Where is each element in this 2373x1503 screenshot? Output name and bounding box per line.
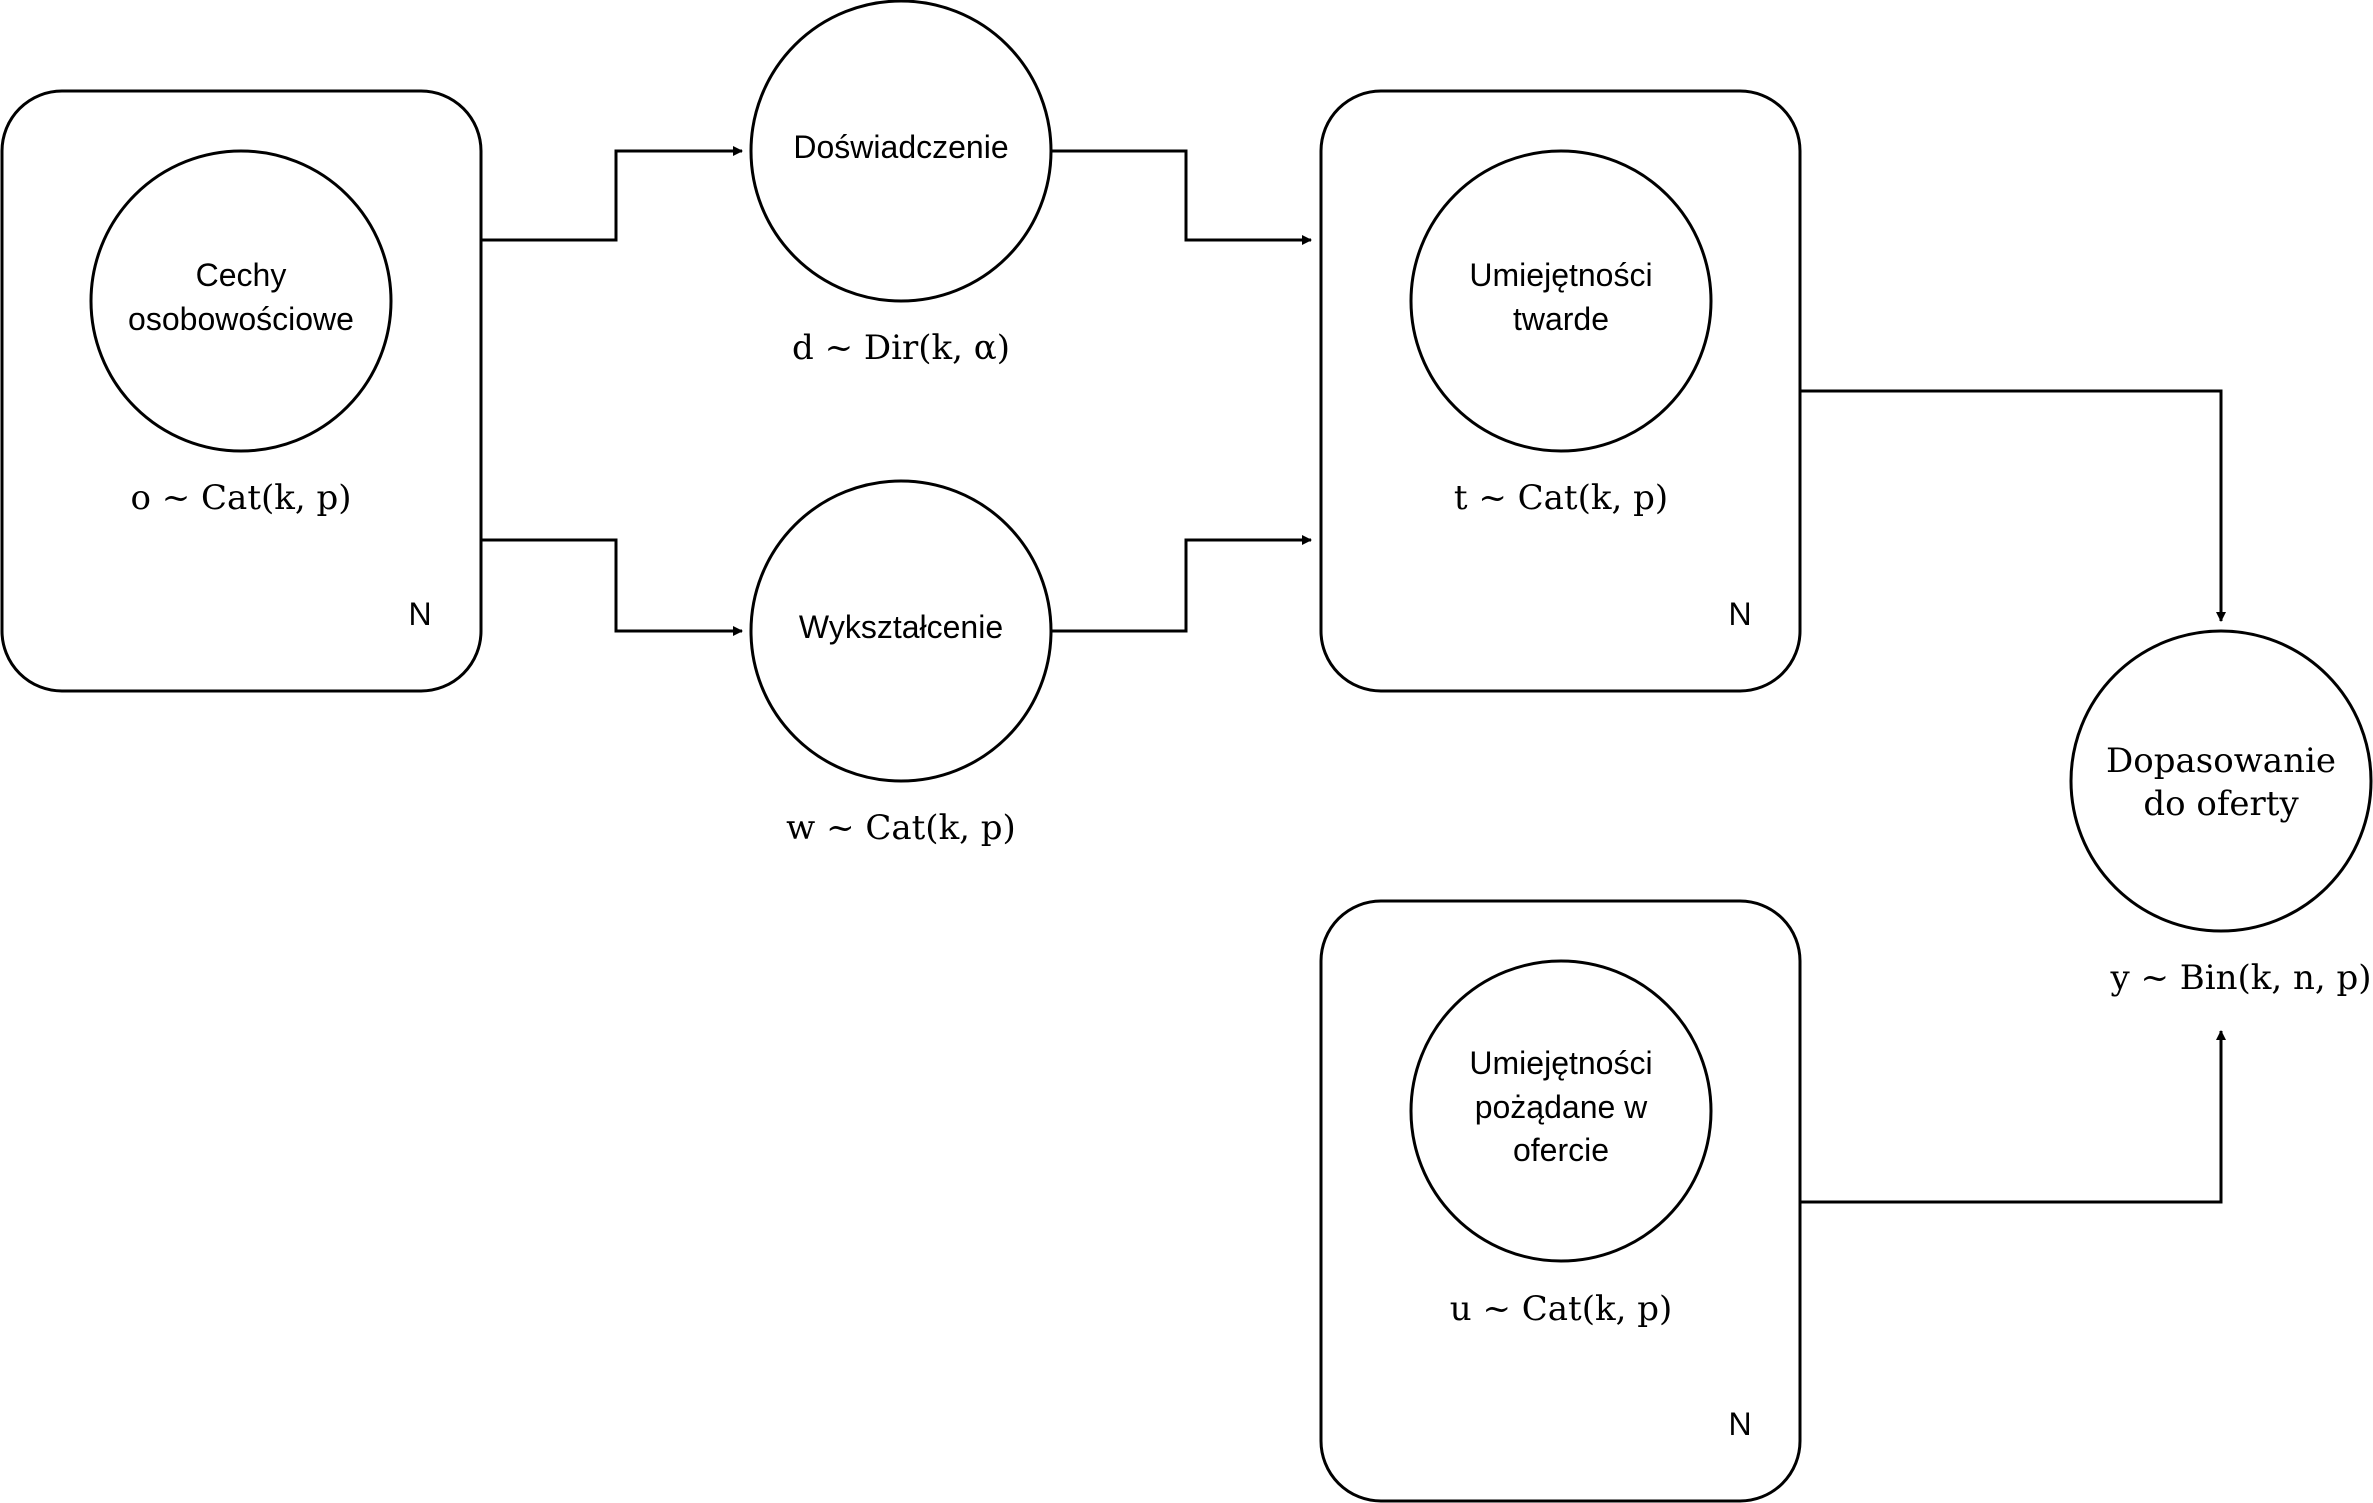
node-distribution: w ~ Cat(k, p) [786, 808, 1016, 848]
node-label: Umiejętności [1469, 257, 1652, 293]
node-label: Wykształcenie [799, 609, 1003, 645]
node-umiejetnosci-twarde: Umiejętności twarde t ~ Cat(k, p) [1409, 149, 1713, 518]
node-label: Dopasowanie [2106, 741, 2336, 781]
node-distribution: d ~ Dir(k, α) [792, 328, 1010, 368]
node-label: do oferty [2143, 784, 2299, 824]
edge-cechy-to-wyksztalcenie [481, 538, 743, 636]
edge-pozadane-to-dopasowanie [1800, 1030, 2226, 1204]
node-label: Doświadczenie [793, 129, 1008, 165]
node-cechy-osobowosciowe: Cechy osobowościowe o ~ Cat(k, p) [89, 149, 393, 518]
edge-doswiadczenie-to-twarde [1050, 149, 1312, 245]
node-label: Umiejętności [1469, 1045, 1652, 1081]
node-distribution: t ~ Cat(k, p) [1454, 478, 1668, 518]
node-label: osobowościowe [128, 301, 354, 337]
node-distribution: o ~ Cat(k, p) [130, 478, 351, 518]
plate-label: N [1728, 1406, 1751, 1442]
node-umiejetnosci-pozadane: Umiejętności pożądane w ofercie u ~ Cat(… [1409, 959, 1713, 1329]
node-label: ofercie [1513, 1132, 1609, 1168]
node-label: twarde [1513, 301, 1609, 337]
edge-wyksztalcenie-to-twarde [1050, 535, 1312, 633]
node-doswiadczenie: Doświadczenie d ~ Dir(k, α) [749, 0, 1053, 368]
node-label: Cechy [196, 257, 287, 293]
node-distribution: u ~ Cat(k, p) [1450, 1289, 1672, 1329]
node-label: pożądane w [1475, 1089, 1648, 1125]
edge-cechy-to-doswiadczenie [481, 146, 743, 242]
plate-label: N [1728, 596, 1751, 632]
node-distribution: y ~ Bin(k, n, p) [2109, 958, 2371, 998]
node-wyksztalcenie: Wykształcenie w ~ Cat(k, p) [749, 479, 1053, 848]
plate-label: N [408, 596, 431, 632]
edge-twarde-to-dopasowanie [1800, 389, 2226, 622]
node-dopasowanie-do-oferty: Dopasowanie do oferty y ~ Bin(k, n, p) [2069, 629, 2373, 998]
